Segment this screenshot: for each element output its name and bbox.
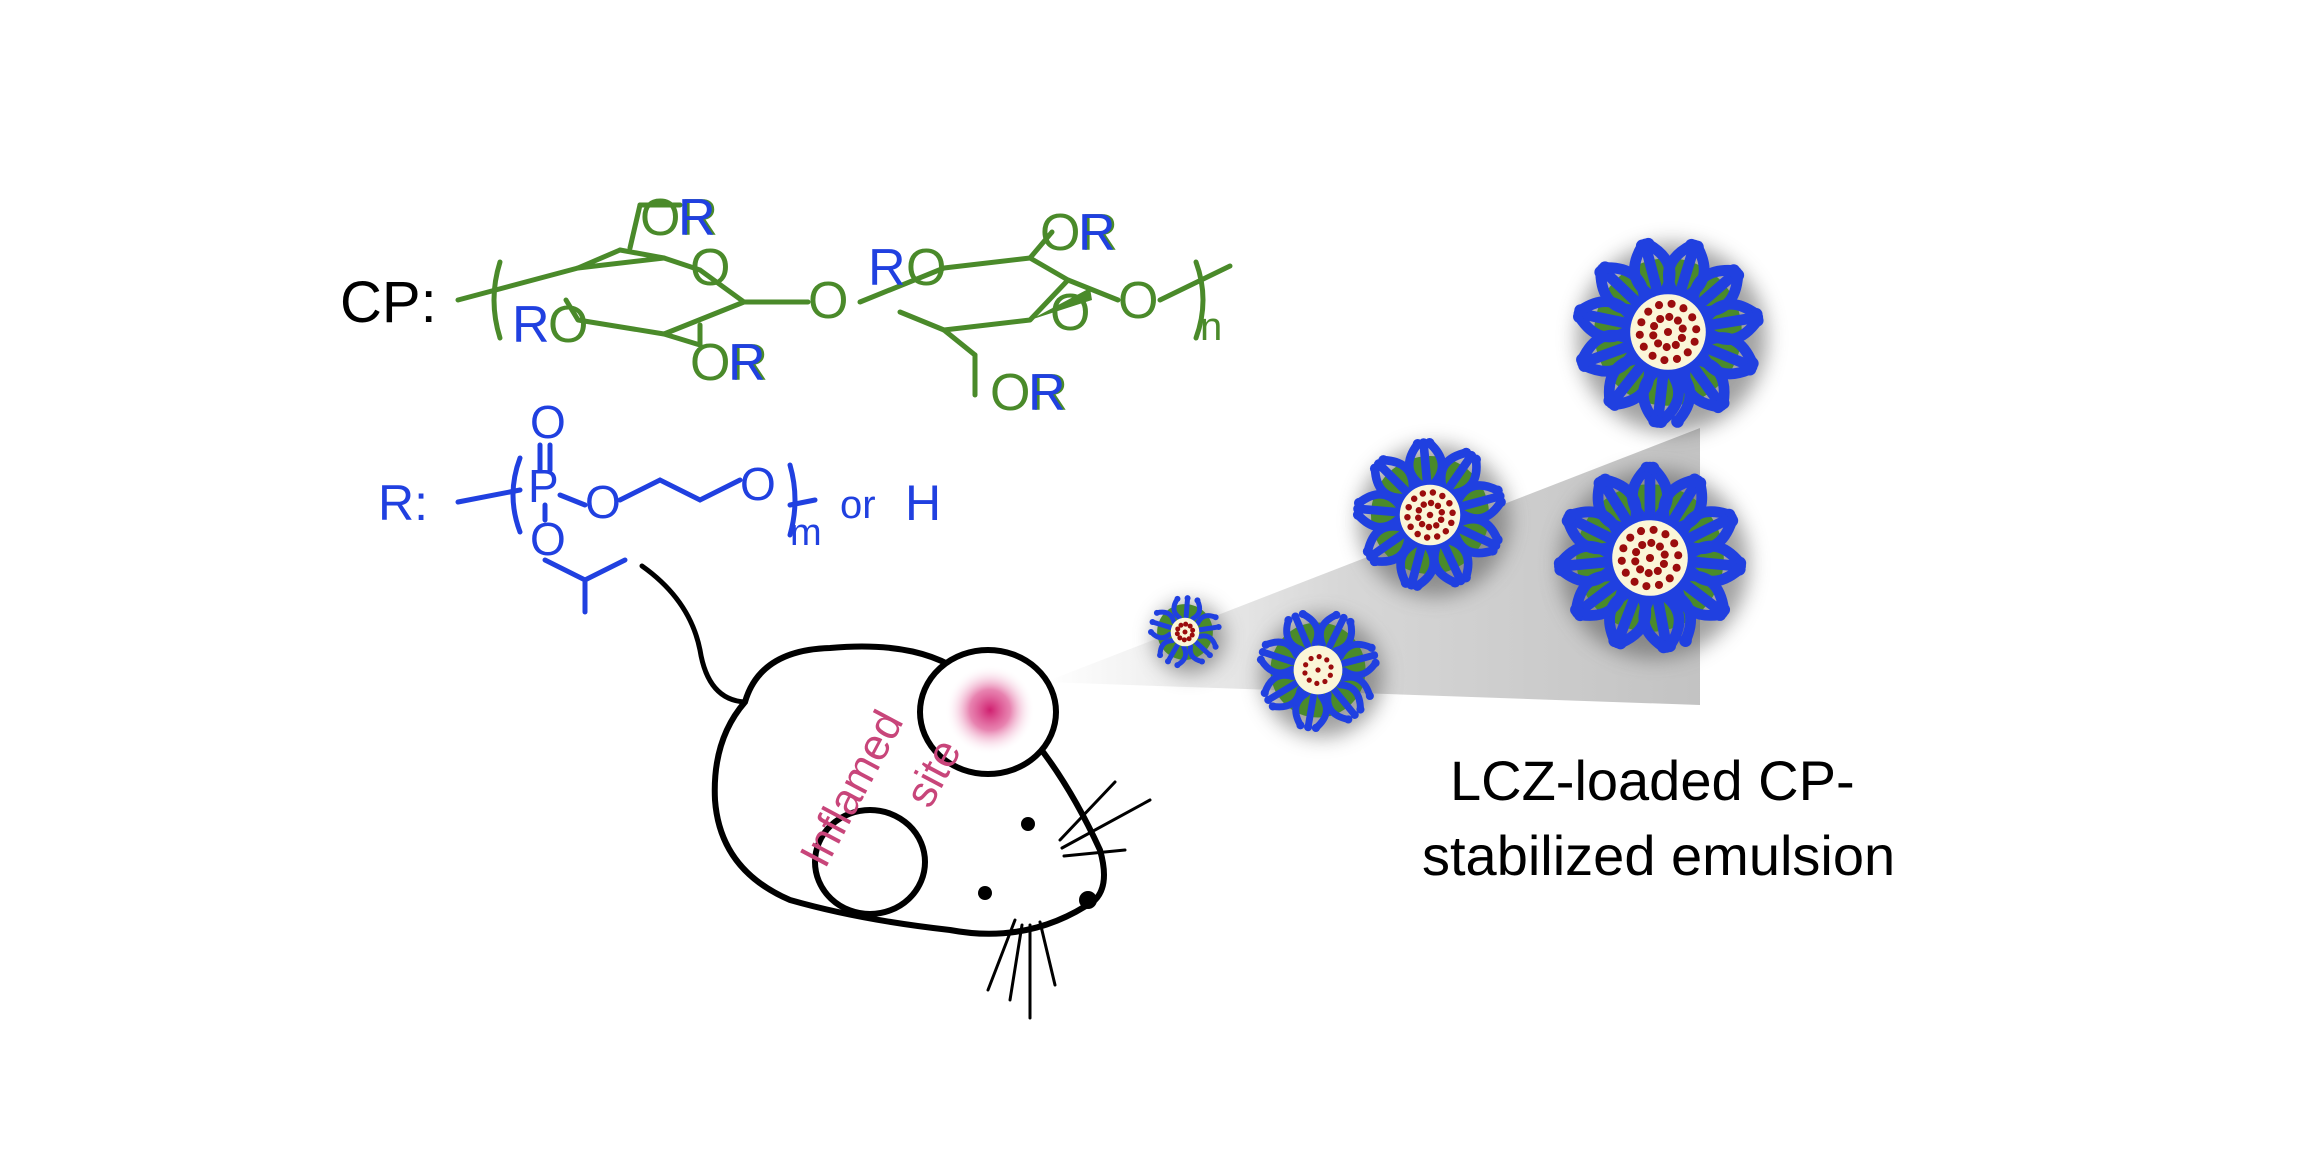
cp-bottom-or2: OR bbox=[990, 364, 1068, 422]
cp-bottom-or: OR bbox=[690, 334, 768, 392]
r-o-double: O bbox=[530, 396, 566, 448]
svg-text:R: R bbox=[728, 334, 766, 392]
emulsion-droplet-4 bbox=[1553, 461, 1749, 659]
emulsion-droplets bbox=[1148, 237, 1767, 737]
mouse-eye-left bbox=[978, 886, 992, 900]
r-or-text: or bbox=[840, 483, 876, 527]
caption-line-2: stabilized emulsion bbox=[1422, 824, 1895, 887]
emulsion-droplet-3 bbox=[1352, 437, 1510, 597]
cp-left-o: O bbox=[548, 296, 588, 354]
mouse-eye-right bbox=[1021, 817, 1035, 831]
cp-top-or2: OR bbox=[1040, 204, 1118, 262]
r-o-ester: O bbox=[530, 513, 566, 565]
mouse-whiskers bbox=[986, 780, 1152, 1020]
r-label: R: bbox=[378, 475, 428, 531]
mouse-tail bbox=[639, 563, 748, 705]
mouse: Inflamed site bbox=[639, 563, 1152, 1020]
cp-end-o: O bbox=[1118, 272, 1158, 330]
r-subscript-m: m bbox=[790, 512, 822, 554]
emulsion-droplet-5 bbox=[1573, 237, 1767, 433]
cp-left-r: R bbox=[512, 296, 550, 354]
r-group-structure: R: O P O O O m or H bbox=[378, 396, 941, 615]
caption-line-1: LCZ-loaded CP- bbox=[1450, 749, 1855, 812]
cp-o2: O bbox=[906, 239, 946, 297]
r-o-chain: O bbox=[585, 476, 621, 528]
r-h-text: H bbox=[905, 475, 941, 531]
cp-atoms: OR O R O OR O R O OR O O n OR bbox=[512, 189, 1222, 422]
cp-ring1-o: O bbox=[690, 239, 730, 297]
cp-r2: R bbox=[868, 239, 906, 297]
wedge-bond bbox=[1030, 288, 1092, 320]
svg-text:R: R bbox=[678, 189, 716, 247]
r-o-end: O bbox=[740, 458, 776, 510]
cp-bridge-o: O bbox=[808, 272, 848, 330]
cp-ring2-o: O bbox=[1050, 284, 1090, 342]
emulsion-droplet-1 bbox=[1148, 595, 1225, 674]
r-group-atoms: O P O O O m or H bbox=[528, 396, 941, 565]
cp-r-overlays: R R R R bbox=[678, 189, 1116, 422]
cp-subscript-n: n bbox=[1200, 305, 1222, 349]
cp-label: CP: bbox=[340, 270, 437, 335]
mouse-nose bbox=[1079, 891, 1097, 909]
emulsion-caption: LCZ-loaded CP- stabilized emulsion bbox=[1422, 749, 1895, 887]
inflamed-site-glow bbox=[945, 665, 1035, 755]
cp-structure: CP: OR O bbox=[340, 189, 1233, 422]
emulsion-droplet-2 bbox=[1256, 609, 1383, 737]
svg-text:R: R bbox=[1078, 204, 1116, 262]
r-p: P bbox=[528, 460, 559, 512]
cp-bonds bbox=[455, 202, 1233, 398]
cp-top-or: OR bbox=[640, 189, 718, 247]
mouse-ear-bottom bbox=[812, 807, 928, 917]
svg-text:R: R bbox=[1028, 364, 1066, 422]
r-group-bonds bbox=[455, 442, 818, 615]
